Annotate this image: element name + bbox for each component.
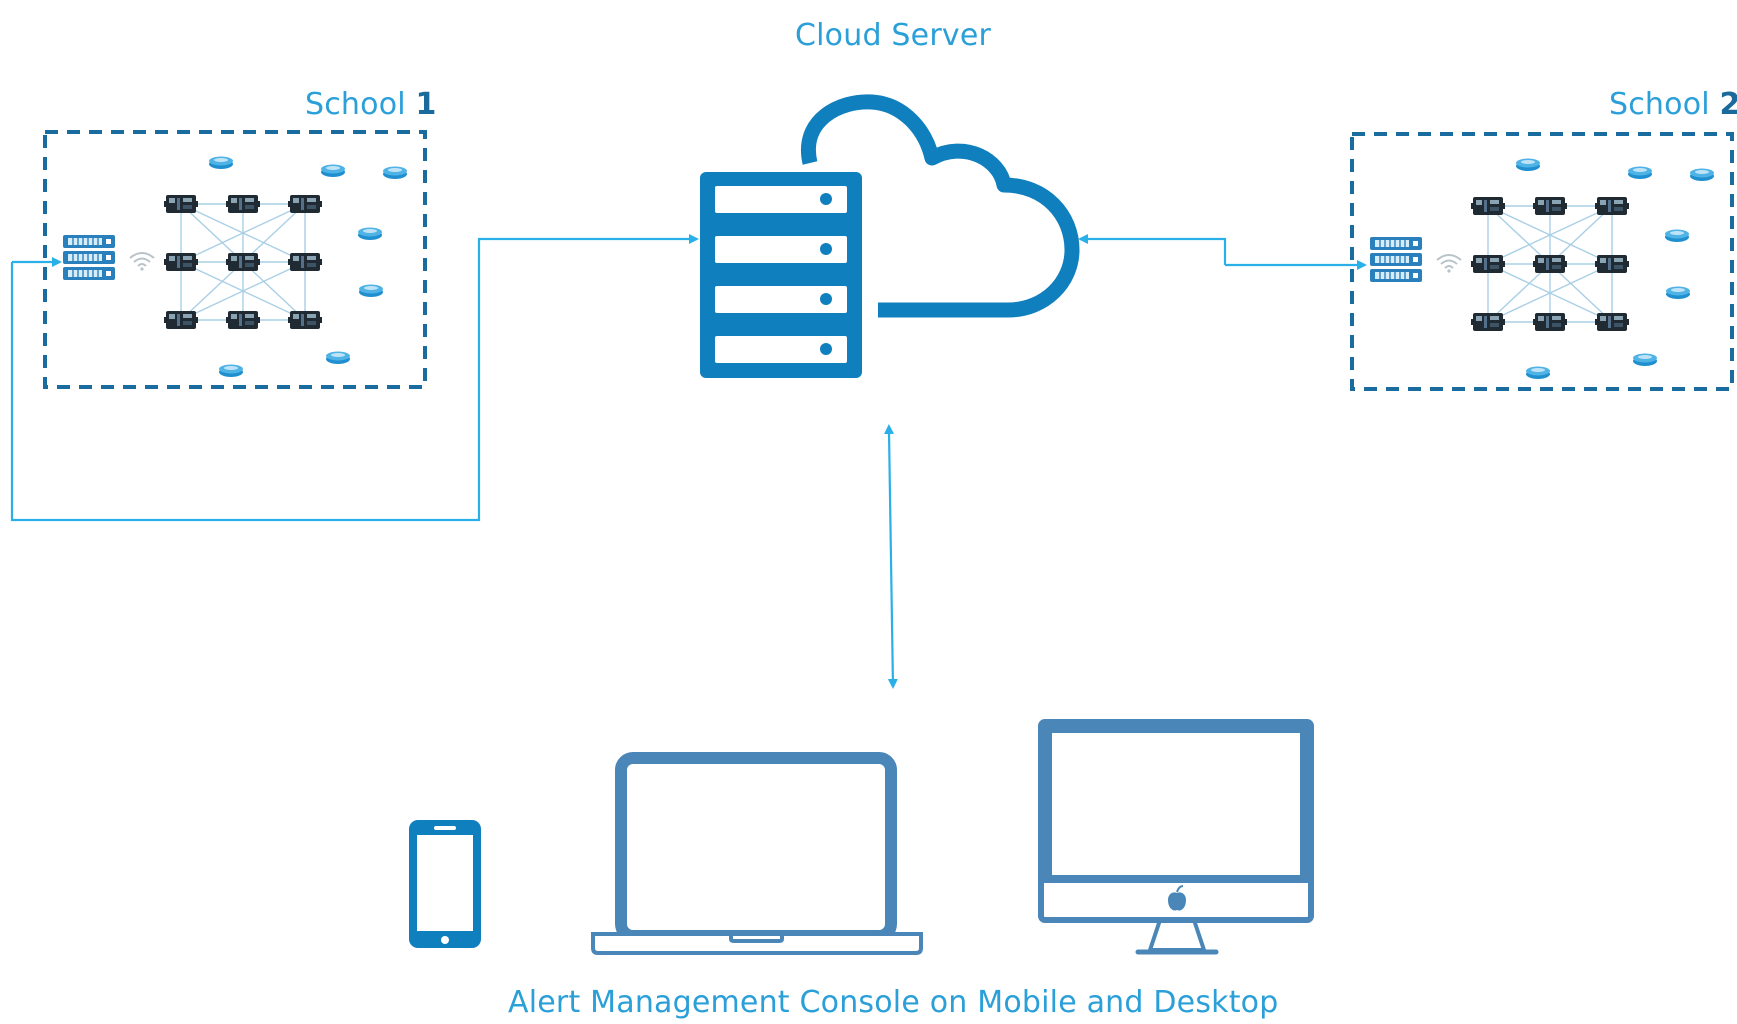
connector-school1-server [10,234,699,522]
connector-server-devices [884,424,898,689]
cloud-server-label: Cloud Server [795,18,992,53]
laptop-icon [591,752,923,955]
connector-school2-cloud [1078,234,1367,270]
school-1-name: School [305,87,406,122]
school-1-number: 1 [415,87,437,122]
server-rack-icon [700,172,862,378]
school-2-number: 2 [1719,87,1737,122]
desktop-monitor-icon [1038,719,1314,955]
console-label: Alert Management Console on Mobile and D… [508,985,1279,1020]
smartphone-icon [409,820,481,948]
school-2-label: School 2 [1609,87,1737,122]
school-2-cluster [1352,134,1732,389]
apple-logo-icon [1168,885,1186,911]
school-2-name: School [1609,87,1710,122]
school-1-cluster [45,132,425,387]
cloud-icon [800,94,1080,318]
school-1-label: School 1 [305,87,437,122]
